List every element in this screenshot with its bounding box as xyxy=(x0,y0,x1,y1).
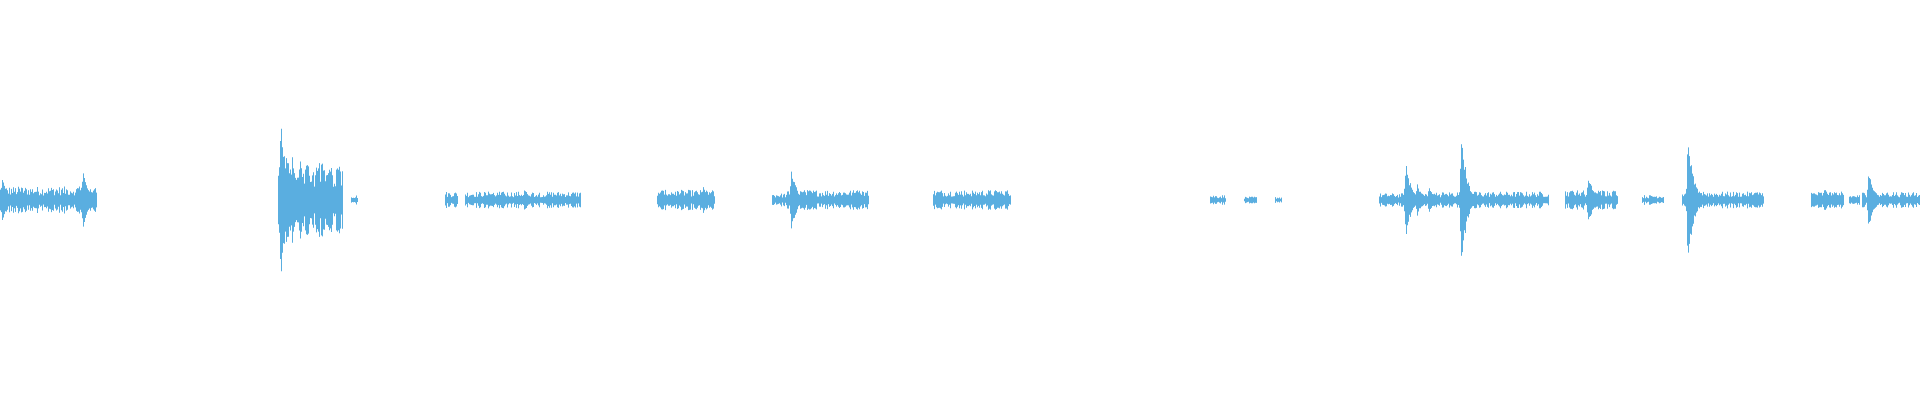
waveform-segment xyxy=(445,192,458,208)
waveform-segment xyxy=(465,190,581,210)
waveform-segment xyxy=(1862,176,1920,224)
waveform-segment xyxy=(657,187,715,213)
waveform-segment xyxy=(787,171,869,229)
waveform-segment xyxy=(772,193,788,207)
waveform-segment xyxy=(278,128,343,272)
waveform-segment xyxy=(1210,195,1226,205)
waveform-group xyxy=(0,128,1920,272)
waveform-segment xyxy=(351,195,358,205)
waveform-segment xyxy=(1425,144,1549,256)
waveform-segment xyxy=(0,173,97,227)
waveform-segment xyxy=(1275,197,1282,203)
waveform-segment xyxy=(1849,195,1860,205)
waveform-segment xyxy=(933,190,1011,210)
waveform-segment xyxy=(1244,196,1257,204)
waveform-segment xyxy=(1811,190,1844,210)
waveform-segment xyxy=(1682,147,1764,253)
waveform-segment xyxy=(1379,166,1426,234)
waveform-segment xyxy=(1565,180,1618,220)
waveform-segment xyxy=(1642,195,1664,205)
